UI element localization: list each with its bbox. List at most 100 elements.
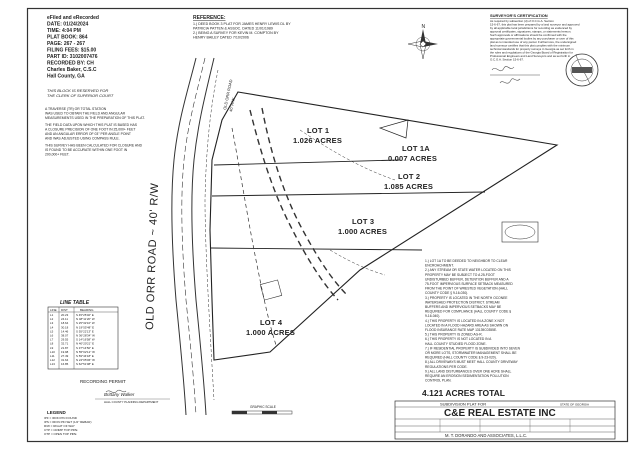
plat-note-line: 1.) LOT 1A TO BE DEEDED TO NEIGHBOR TO C… xyxy=(425,259,508,263)
stamp-line: DATE: 01/24/2024 xyxy=(47,22,89,28)
clerk-line: THE CLERK OF SUPERIOR COURT xyxy=(47,93,114,98)
line-table-cell: S 37°14'50" E xyxy=(76,346,94,350)
cert-line: by all applicable local jurisdictions fo… xyxy=(490,26,573,30)
note-line: MEASUREMENTS USED IN THE PREPARATION OF … xyxy=(45,116,145,120)
plat-notes-right: 1.) LOT 1A TO BE DEEDED TO NEIGHBOR TO C… xyxy=(425,259,521,383)
line-table-cell: L8 xyxy=(50,342,54,346)
line-table-cell: N 24°05'06" W xyxy=(76,358,95,362)
legend-title: LEGEND xyxy=(47,410,67,415)
structure-outline xyxy=(259,279,283,301)
cert-line: approval certificates, signatures, stamp… xyxy=(490,30,571,34)
road-label: OLD ORR ROAD ~ 40' R/W xyxy=(144,182,161,330)
note-line: THE FIELD DATA UPON WHICH THIS PLAT IS B… xyxy=(45,123,138,127)
line-table-cell: N 19°55'48" E xyxy=(76,325,94,329)
sheet-border xyxy=(26,7,629,443)
legend-line: IPS = IRON PIN SET (1/2" REBAR) xyxy=(44,420,91,424)
note-line: A CLOSURE PRECISION OF ONE FOOT IN 25,00… xyxy=(45,128,135,132)
contour-line xyxy=(299,129,396,181)
line-table-title: LINE TABLE xyxy=(60,300,90,306)
line-table-cell: S 25°32'10" W xyxy=(76,321,95,325)
line-table-cell: L13 xyxy=(50,362,55,366)
lot-acres: 1.085 ACRES xyxy=(384,182,433,191)
stamp-line: FILING FEES: $15.00 xyxy=(47,48,96,54)
stamp-line: PART ID: 3102007476 xyxy=(47,54,98,60)
road-right-of-way: OLD ORR ROAD ~ 40' R/W OLD ORR ROAD 40' … xyxy=(144,57,236,416)
line-table-cell: N 48°11'20" W xyxy=(76,317,95,321)
plat-note-line: BUFFERS AND IMPERVIOUS SETBACKS MAY BE xyxy=(425,305,502,309)
road-label-small: OLD ORR ROAD xyxy=(222,79,233,110)
road-label-small: 40' R/W xyxy=(228,97,236,112)
cert-line: plat as to intended use of any parcel. F… xyxy=(490,40,577,44)
surveyor-certification: SURVEYOR'S CERTIFICATION As required by … xyxy=(490,13,599,87)
line-table-cell: L10 xyxy=(50,350,55,354)
line-table-cell: S 14°16'58" W xyxy=(76,338,95,342)
line-table-header: LINE xyxy=(50,308,57,312)
line-table-cell: L1 xyxy=(50,313,54,317)
cert-line: O.C.G.A. Section 15-6-67. xyxy=(490,58,524,62)
lot-acres: 1.000 ACRES xyxy=(338,227,387,236)
plat-note-line: 6.) THIS PROPERTY IS NOT LOCATED IN A xyxy=(425,337,492,341)
line-table-cell: 38.07 xyxy=(61,334,69,338)
plat-note-line: FROM THE POINT OF WRESTED VEGETATION (HA… xyxy=(425,287,508,291)
line-table-cell: L5 xyxy=(50,329,54,333)
plat-note-line: REQUIRED FOR COMPLIANCE (HALL COUNTY COD… xyxy=(425,310,511,314)
line-table-cell: L9 xyxy=(50,346,54,350)
lot-name: LOT 1 xyxy=(307,126,329,135)
cert-line: Such approvals or affirmations should be… xyxy=(490,33,567,37)
note-line: A TRAVERSE (TR) OR TOTAL STATION xyxy=(45,107,107,111)
plat-note-line: 9-16-040). xyxy=(425,314,440,318)
stamp-line: eFiled and eRecorded xyxy=(47,15,99,21)
plat-note-line: REQUIRED (HALL COUNTY CODE § 9-23-020). xyxy=(425,356,497,360)
stamp-line: Charles Baker, C.S.C xyxy=(47,67,97,73)
plat-note-line: REGULATIONS PER CODE. xyxy=(425,365,468,369)
north-label: N xyxy=(422,24,426,30)
plat-note-line: 7.) IF RESIDENTIAL PROPERTY IS SUBDIVIDE… xyxy=(425,346,521,350)
note-line: 200,000+ FEET. xyxy=(45,153,69,157)
county-stamp xyxy=(501,221,539,243)
stamp-line: RECORDED BY: CH xyxy=(47,61,94,67)
line-table-header: BEARING xyxy=(80,308,94,312)
surveyor-seal xyxy=(565,53,599,87)
line-table-cell: 31.64 xyxy=(61,358,69,362)
note-line: AND AN ANGULAR ERROR OF 03" PER ANGLE PO… xyxy=(45,132,131,136)
survey-notes-left: A TRAVERSE (TR) OR TOTAL STATION WAS USE… xyxy=(45,107,145,157)
lot-name: LOT 2 xyxy=(398,172,420,181)
line-table-cell: 14.46 xyxy=(61,329,69,333)
lot-acres: 0.007 ACRES xyxy=(388,154,437,163)
reference-line: HENRY BAILEY DATED 7/10/2006 xyxy=(193,36,249,40)
reference-line: 2.) BEING A SURVEY FOR KEVIN M. COMPTON … xyxy=(193,31,279,35)
line-table-cell: 27.49 xyxy=(61,354,69,358)
plat-note-line: 3.) PROPERTY IS LOCATED IN THE NORTH OCO… xyxy=(425,296,508,300)
title-state: STATE OF GEORGIA xyxy=(560,403,589,407)
note-line: IS FOUND TO BE ACCURATE WITHIN ONE FOOT … xyxy=(45,148,128,152)
permit-title: RECORDING PERMIT xyxy=(80,379,126,384)
title-block: SUBDIVISION PLAT FOR STATE OF GEORGIA C&… xyxy=(394,400,616,440)
cert-line: 15-6-67, this plat has been prepared by … xyxy=(490,23,580,27)
line-table-cell: S 62°51'08" E xyxy=(76,362,94,366)
legend-line: IPF = IRON PIN FOUND xyxy=(44,416,78,420)
lot-labels: LOT 1 1.026 ACRES LOT 1A 0.007 ACRES LOT… xyxy=(246,126,437,337)
line-table-cell: 20.23 xyxy=(61,313,69,317)
lot-acres: 1.026 ACRES xyxy=(293,136,342,145)
line-table-cell: L3 xyxy=(50,321,54,325)
permit-signature-line: HALL COUNTY PLANNING DEPARTMENT xyxy=(104,400,159,404)
line-table-cell: 32.71 xyxy=(61,342,69,346)
lot-1a-outline xyxy=(378,119,409,139)
line-table-cell: 19.98 xyxy=(61,350,69,354)
clerk-line: THIS BLOCK IS RESERVED FOR xyxy=(47,88,108,93)
plat-note-line: 5.) THIS PROPERTY IS ZONED AG-R. xyxy=(425,333,483,337)
plat-note-line: COUNTY CODE § 9-16-030). xyxy=(425,291,468,295)
stamp-line: PAGE: 267 - 267 xyxy=(47,41,85,47)
plat-note-line: WATERSHED PROTECTION DISTRICT. STREAM xyxy=(425,300,500,304)
surveyor-signature xyxy=(491,66,515,72)
line-table-cell: N 40°20'21" E xyxy=(76,342,94,346)
north-arrow: N xyxy=(407,24,438,60)
lot-name: LOT 3 xyxy=(352,217,374,226)
title-heading: SUBDIVISION PLAT FOR xyxy=(440,402,486,407)
plat-note-line: ENCROACHMENT. xyxy=(425,264,454,268)
line-table-cell: 30.18 xyxy=(61,325,69,329)
plat-note-line: 9.) ALL LAND DISTURBANCES OVER ONE ACRE … xyxy=(425,369,512,373)
line-table-cell: 16.85 xyxy=(61,362,69,366)
line-table-cell: N 55°02'12" W xyxy=(76,350,95,354)
